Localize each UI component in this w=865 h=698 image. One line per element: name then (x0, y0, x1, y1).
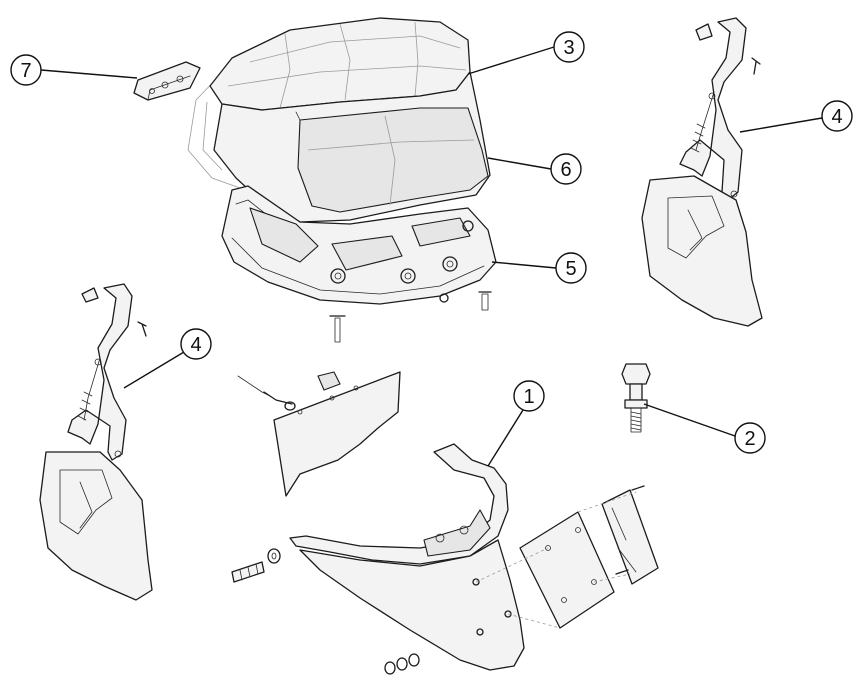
part-5-support-bracket (221, 185, 497, 343)
callout-6: 6 (550, 153, 582, 185)
leader-line-3 (467, 46, 555, 75)
license-bracket-panel (237, 371, 401, 497)
leader-line-4-left (123, 351, 185, 389)
part-2-bolt (621, 363, 651, 433)
part-4-left-hinge (39, 283, 153, 601)
leader-line-1 (487, 409, 524, 467)
callout-7-label: 7 (20, 60, 31, 82)
callout-1: 1 (513, 380, 545, 412)
part-4-right-hinge (641, 17, 763, 327)
callout-2: 2 (734, 422, 766, 454)
part-1-mudguard (231, 443, 525, 675)
callout-5-label: 5 (565, 258, 576, 280)
license-plate-holder (475, 485, 659, 629)
leader-line-4-right (739, 117, 823, 133)
leader-line-7 (40, 69, 138, 79)
callout-4-left-label: 4 (190, 334, 201, 356)
leader-line-5 (491, 261, 557, 269)
callout-6-label: 6 (560, 159, 571, 181)
callout-5: 5 (555, 252, 587, 284)
callout-4-left: 4 (180, 328, 212, 360)
callout-1-label: 1 (523, 386, 534, 408)
callout-3: 3 (553, 31, 585, 63)
callout-2-label: 2 (744, 428, 755, 450)
part-7-clip (133, 61, 201, 101)
part-3-headlight-cowl (187, 17, 491, 223)
callout-4-right-label: 4 (831, 106, 842, 128)
callout-4-right: 4 (821, 100, 853, 132)
leader-line-2 (643, 403, 736, 437)
callout-7: 7 (10, 54, 42, 86)
leader-line-6 (487, 157, 552, 170)
callout-3-label: 3 (563, 37, 574, 59)
